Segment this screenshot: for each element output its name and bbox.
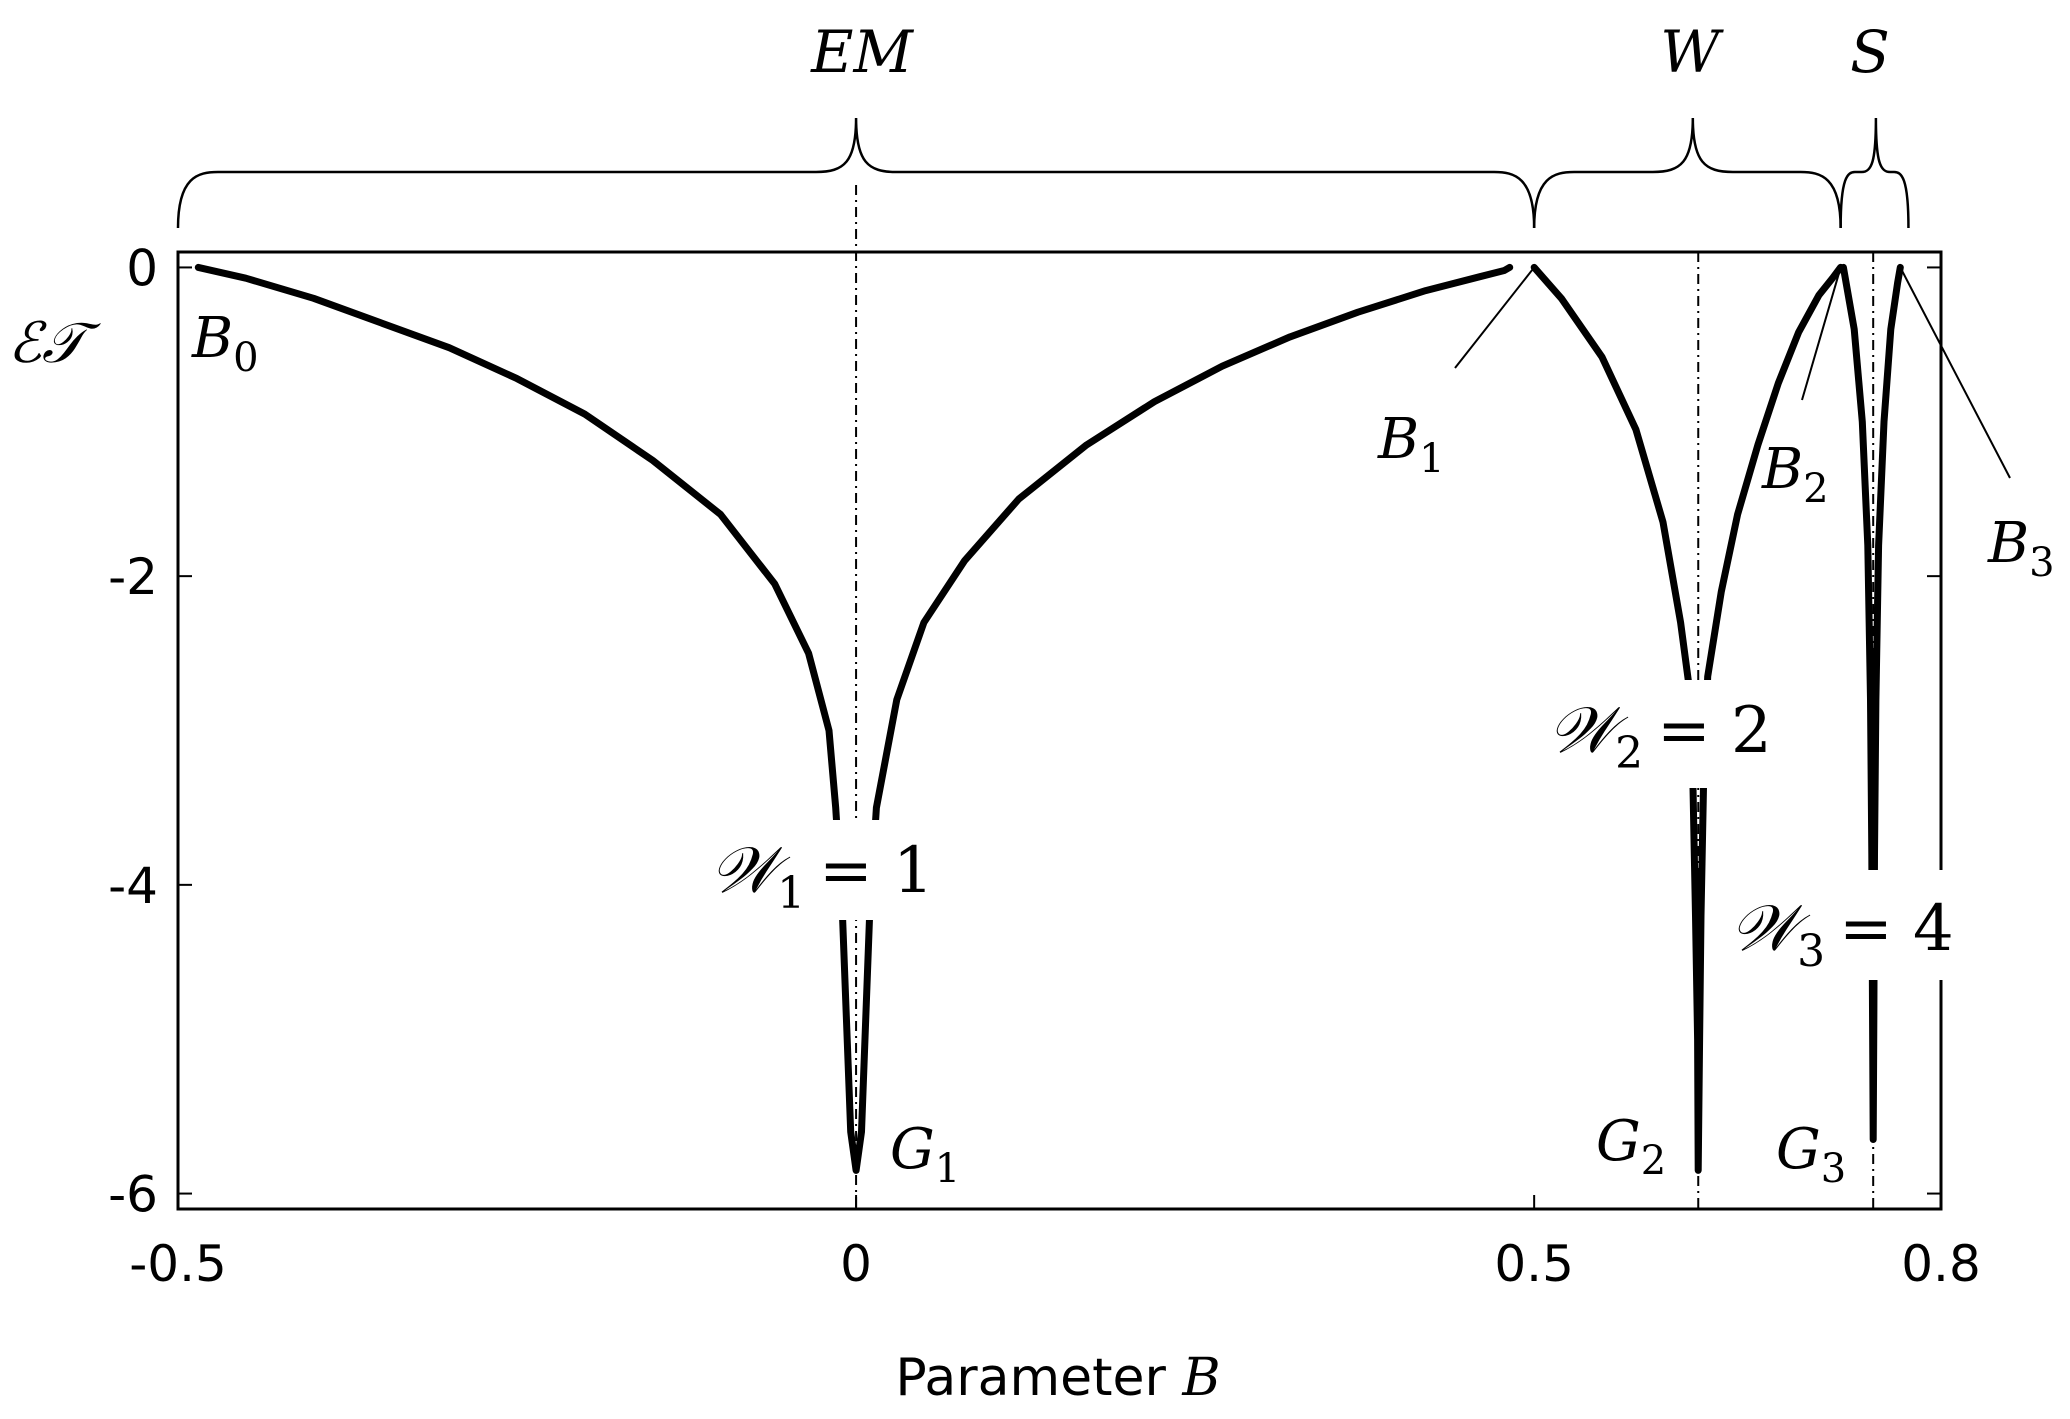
axis-ticks: -0.5 0 0.5 0.8 0 -2 -4 -6 <box>108 239 1981 1293</box>
annotation-b3: B3 <box>1987 511 2055 586</box>
bracket-label-em: EM <box>810 18 914 86</box>
series-group <box>194 263 1904 1174</box>
y-axis-title: ℰ𝒯 <box>8 311 101 376</box>
x-tick-label-2: 0.5 <box>1494 1235 1574 1293</box>
x-axis-title: Parameter B <box>895 1348 1220 1408</box>
bracket-label-w: W <box>1660 18 1724 86</box>
brackets <box>176 117 1910 229</box>
x-axis-title-text: Parameter <box>895 1348 1166 1408</box>
annotation-g1: G1 <box>890 1117 960 1192</box>
y-tick-label-0: 0 <box>126 239 158 297</box>
y-tick-label-3: -6 <box>108 1166 158 1224</box>
series-line-2 <box>1839 263 1904 1143</box>
leader-line-b3 <box>1899 266 2011 479</box>
x-tick-label-3: 0.8 <box>1901 1235 1981 1293</box>
bracket-0 <box>176 117 1536 229</box>
series-line-1 <box>1530 263 1845 1174</box>
x-axis-title-var: B <box>1181 1348 1220 1408</box>
series-line-0 <box>194 263 1514 1174</box>
annotation-g3: G3 <box>1776 1117 1846 1192</box>
w2-label-bg <box>1540 680 1820 788</box>
annotation-g2: G2 <box>1596 1109 1666 1184</box>
leader-line-b1 <box>1454 266 1535 369</box>
plot-frame <box>176 250 1943 1211</box>
annotation-w2: 𝒲2= 2 <box>1548 694 1772 779</box>
leader-lines <box>1454 266 2011 479</box>
annotation-w3: 𝒲3= 4 <box>1730 892 1954 977</box>
annotation-b1: B1 <box>1377 407 1445 482</box>
y-tick-label-2: -4 <box>108 857 158 915</box>
y-tick-label-1: -2 <box>108 548 158 606</box>
w1-label-bg <box>700 820 980 920</box>
annotation-w1: 𝒲1= 1 <box>710 834 934 919</box>
leader-line-b2 <box>1801 267 1842 401</box>
annotation-b2: B2 <box>1761 437 1829 512</box>
x-tick-label-0: -0.5 <box>129 1235 227 1293</box>
bracket-label-s: S <box>1850 18 1890 86</box>
bracket-2 <box>1839 117 1910 229</box>
x-tick-label-1: 0 <box>840 1235 872 1293</box>
bracket-1 <box>1532 117 1842 229</box>
w3-label-bg <box>1720 870 2000 980</box>
annotation-b0: B0 <box>191 306 259 381</box>
